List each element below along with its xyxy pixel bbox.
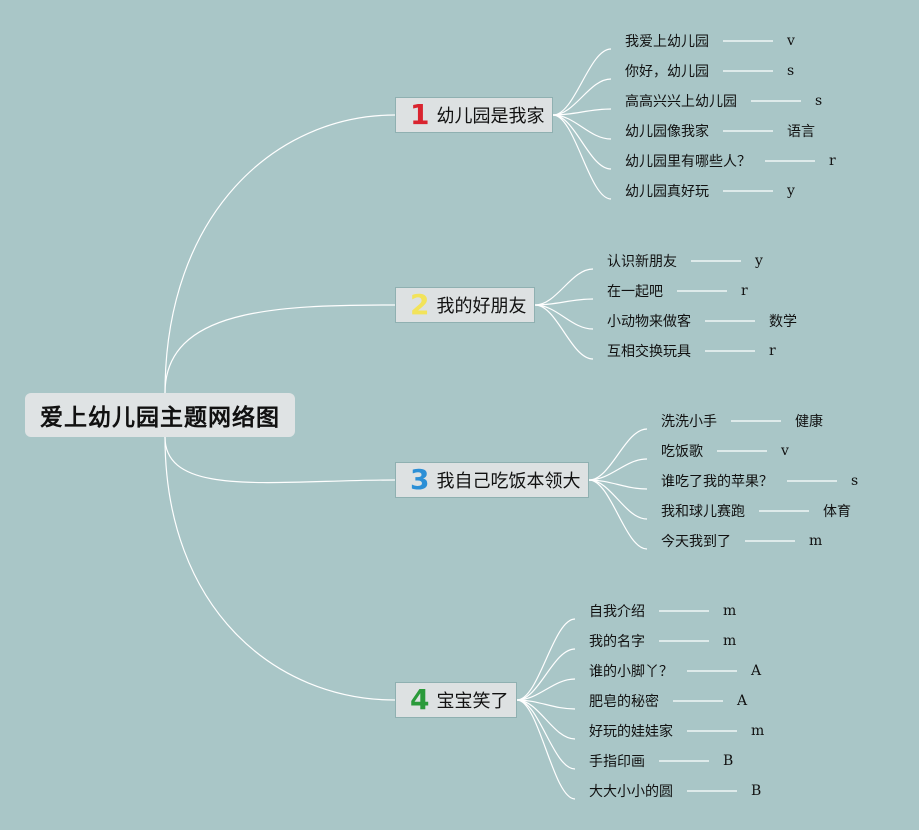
leaf-connector: [516, 699, 576, 770]
leaf-tag: s: [815, 93, 823, 109]
leaf-connector: [534, 298, 594, 306]
branch-connector-2: [164, 304, 396, 394]
leaf-topic[interactable]: 小动物来做客: [607, 314, 691, 330]
branch-connector-4: [164, 436, 396, 701]
branch-label-2: 我的好朋友: [436, 296, 527, 317]
central-topic-label: 爱上幼儿园主题网络图: [40, 405, 280, 431]
leaf-topic[interactable]: 在一起吧: [607, 284, 663, 300]
leaf-connector: [588, 479, 648, 490]
leaf-topic[interactable]: 认识新朋友: [607, 254, 677, 270]
leaf-tag: B: [723, 753, 734, 769]
leaf-tag: s: [787, 63, 795, 79]
leaf-tag: m: [809, 533, 823, 549]
leaf-tag: 数学: [769, 314, 797, 330]
leaf-tag: s: [851, 473, 859, 489]
leaf-connector: [516, 699, 576, 800]
central-topic[interactable]: 爱上幼儿园主题网络图: [25, 393, 295, 437]
leaf-topic[interactable]: 吃饭歌: [661, 444, 703, 460]
leaf-tag: 语言: [787, 124, 815, 140]
leaf-tag: r: [769, 343, 776, 359]
leaf-topic[interactable]: 我的名字: [589, 634, 645, 650]
leaf-connector: [516, 699, 576, 740]
leaf-tag: y: [755, 253, 763, 269]
branch-topic-4[interactable]: 4 宝宝笑了: [395, 682, 518, 718]
leaf-tag: r: [741, 283, 748, 299]
leaf-connector: [534, 268, 594, 306]
leaf-connector: [552, 48, 612, 116]
leaf-connector: [552, 114, 612, 170]
leaf-topic[interactable]: 手指印画: [589, 754, 645, 770]
branch-label-4: 宝宝笑了: [436, 691, 509, 712]
leaf-topic[interactable]: 我爱上幼儿园: [625, 34, 709, 50]
leaf-topic[interactable]: 大大小小的圆: [589, 784, 673, 800]
leaf-topic[interactable]: 互相交换玩具: [607, 344, 691, 360]
leaf-connector: [534, 304, 594, 330]
leaf-connector: [552, 114, 612, 200]
branch-number-2: 2: [410, 288, 430, 321]
leaf-tag: m: [723, 603, 737, 619]
leaf-topic[interactable]: 谁吃了我的苹果？: [661, 474, 773, 490]
leaf-topic[interactable]: 洗洗小手: [661, 414, 717, 430]
leaf-tag: v: [787, 33, 795, 49]
leaf-topic[interactable]: 自我介绍: [589, 604, 645, 620]
leaf-topic[interactable]: 今天我到了: [661, 534, 731, 550]
branch-number-3: 3: [410, 463, 430, 496]
leaf-tag: v: [781, 443, 789, 459]
branch-topic-2[interactable]: 2 我的好朋友: [395, 287, 536, 323]
leaf-tag: r: [829, 153, 836, 169]
leaf-connector: [588, 479, 648, 550]
branch-topic-3[interactable]: 3 我自己吃饭本领大: [395, 462, 590, 498]
branch-number-4: 4: [410, 683, 430, 716]
leaf-connector: [516, 678, 576, 701]
leaf-connector: [516, 648, 576, 701]
leaf-topic[interactable]: 谁的小脚丫？: [589, 664, 673, 680]
leaf-connector: [552, 78, 612, 116]
branch-connector-3: [164, 436, 396, 484]
leaf-topic[interactable]: 我和球儿赛跑: [661, 504, 745, 520]
branch-connector-1: [164, 114, 396, 394]
leaf-connector: [534, 304, 594, 360]
leaf-topic[interactable]: 幼儿园真好玩: [625, 184, 709, 200]
branch-label-1: 幼儿园是我家: [436, 106, 545, 127]
leaf-tag: m: [751, 723, 765, 739]
branch-number-1: 1: [410, 98, 430, 131]
leaf-connector: [588, 428, 648, 481]
leaf-connector: [588, 479, 648, 520]
branch-topic-1[interactable]: 1 幼儿园是我家: [395, 97, 554, 133]
leaf-topic[interactable]: 幼儿园里有哪些人？: [625, 154, 751, 170]
leaf-tag: A: [751, 663, 762, 679]
leaf-topic[interactable]: 幼儿园像我家: [625, 124, 709, 140]
leaf-tag: 健康: [795, 414, 823, 430]
leaf-topic[interactable]: 高高兴兴上幼儿园: [625, 94, 737, 110]
leaf-topic[interactable]: 肥皂的秘密: [589, 694, 659, 710]
leaf-topic[interactable]: 好玩的娃娃家: [589, 724, 673, 740]
leaf-tag: A: [737, 693, 748, 709]
leaf-tag: m: [723, 633, 737, 649]
leaf-tag: B: [751, 783, 762, 799]
leaf-connector: [516, 618, 576, 701]
leaf-tag: y: [787, 183, 795, 199]
leaf-connector: [552, 108, 612, 116]
leaf-topic[interactable]: 你好，幼儿园: [625, 64, 709, 80]
leaf-tag: 体育: [823, 504, 851, 520]
leaf-connector: [588, 458, 648, 481]
branch-label-3: 我自己吃饭本领大: [436, 471, 581, 492]
